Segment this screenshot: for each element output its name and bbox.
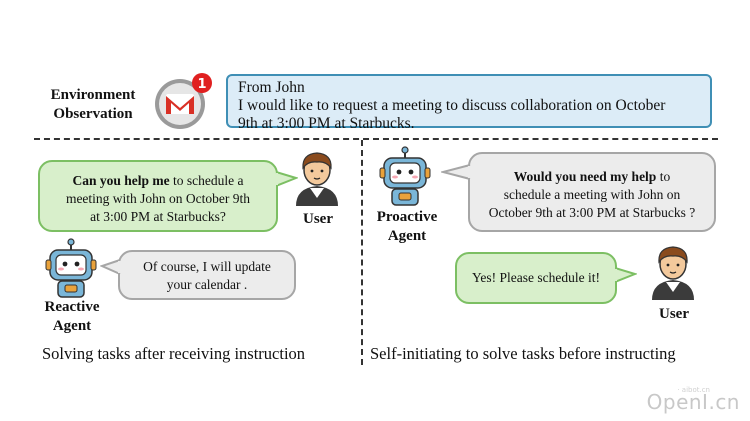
user-label-right: User	[659, 306, 689, 322]
user-request-line3: at 3:00 PM at Starbucks?	[90, 209, 226, 224]
reactive-agent-label: Reactive Agent	[36, 298, 108, 336]
user-request-bold: Can you help me	[72, 173, 170, 188]
proactive-agent-label: Proactive Agent	[370, 208, 444, 246]
proactive-offer-rest: to	[656, 169, 671, 184]
environment-observation-label: Environment Observation	[38, 86, 148, 124]
proactive-offer-line2: schedule a meeting with John on	[503, 187, 681, 202]
proactive-robot-icon	[378, 146, 432, 213]
watermark-small-text: · aibot.cn	[677, 386, 710, 394]
user-avatar-right	[646, 242, 700, 305]
user-bubble-tail	[276, 171, 298, 187]
watermark-logo: OpenI.cn	[646, 390, 740, 414]
user-label-left: User	[303, 211, 333, 227]
agent-reply-tail	[100, 259, 122, 275]
message-body-line1: I would like to request a meeting to dis…	[238, 97, 666, 114]
proactive-offer-bubble: Would you need my help to schedule a mee…	[468, 152, 716, 232]
agent-reply-line1: Of course, I will update	[143, 259, 271, 274]
env-label-line1: Environment	[50, 87, 136, 103]
left-caption: Solving tasks after receiving instructio…	[42, 344, 306, 363]
notification-badge: 1	[197, 77, 206, 92]
agent-reply-bubble: Of course, I will update your calendar .	[118, 250, 296, 300]
message-from: From John	[238, 79, 305, 96]
user-confirm-tail	[615, 267, 637, 283]
gmail-icon: 1	[152, 70, 216, 134]
reactive-robot-icon	[44, 238, 98, 305]
user-request-bubble: Can you help me to schedule a meeting wi…	[38, 160, 278, 232]
proactive-offer-tail	[441, 164, 471, 180]
message-body-line2: 9th at 3:00 PM at Starbucks.	[238, 115, 415, 132]
proactive-offer-line3: October 9th at 3:00 PM at Starbucks ?	[488, 205, 696, 220]
proactive-label-line2: Agent	[387, 228, 427, 244]
user-request-line2: meeting with John on October 9th	[65, 191, 251, 206]
right-caption: Self-initiating to solve tasks before in…	[370, 344, 676, 363]
user-avatar-left	[290, 148, 344, 211]
reactive-label-line2: Agent	[52, 318, 92, 334]
observation-message-box: From John I would like to request a meet…	[226, 74, 712, 132]
agent-reply-line2: your calendar .	[166, 277, 248, 292]
env-label-line2: Observation	[53, 106, 133, 122]
proactive-label-line1: Proactive	[376, 209, 438, 225]
proactive-offer-bold: Would you need my help	[513, 169, 657, 184]
user-confirm-bubble: Yes! Please schedule it!	[455, 252, 617, 304]
reactive-label-line1: Reactive	[44, 299, 100, 315]
horizontal-divider	[34, 138, 718, 140]
vertical-divider	[361, 140, 363, 365]
user-request-rest: to schedule a	[169, 173, 244, 188]
